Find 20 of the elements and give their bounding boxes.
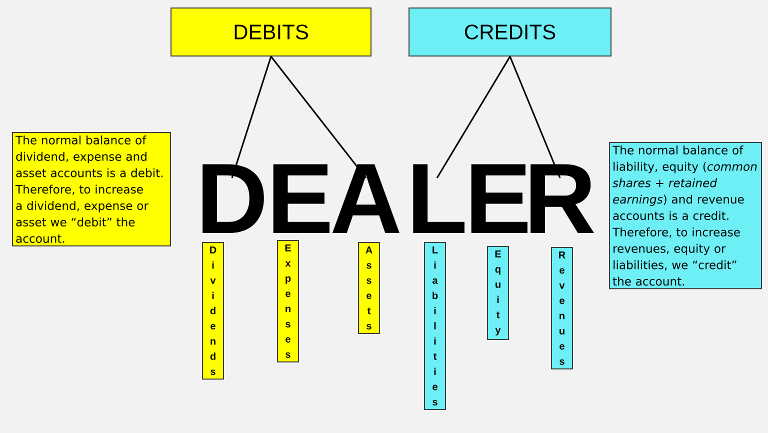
- big-letter: L: [413, 164, 464, 233]
- note-box: The normal balance of liability, equity (common shares + retained earnings) and revenue accounts is a credit. Therefore, to increase revenues, equity or liabilities, we “credit” the account.: [609, 142, 762, 290]
- vertical-label-box: Assets: [358, 242, 380, 334]
- big-letter: E: [273, 164, 330, 233]
- big-letter: A: [332, 164, 400, 233]
- vertical-label-box: Equity: [487, 246, 509, 340]
- big-letter: E: [471, 164, 528, 233]
- vertical-label-box: Revenues: [551, 247, 573, 370]
- big-letter: D: [202, 164, 264, 233]
- connector-line: [231, 56, 272, 178]
- heading-box: DEBITS: [170, 8, 372, 56]
- vertical-label-box: Expenses: [277, 240, 299, 362]
- vertical-label-box: Dividends: [202, 242, 224, 380]
- big-letter: R: [530, 164, 594, 233]
- vertical-label-box: Liabilities: [424, 242, 446, 410]
- note-box: The normal balance of dividend, expense and asset accounts is a debit. Therefore, to increase a dividend, expense or asset we “debit” the account.: [12, 132, 171, 246]
- heading-box: CREDITS: [408, 8, 612, 56]
- connector-line: [436, 56, 511, 178]
- connector-line: [270, 56, 367, 178]
- connector-line: [509, 56, 561, 178]
